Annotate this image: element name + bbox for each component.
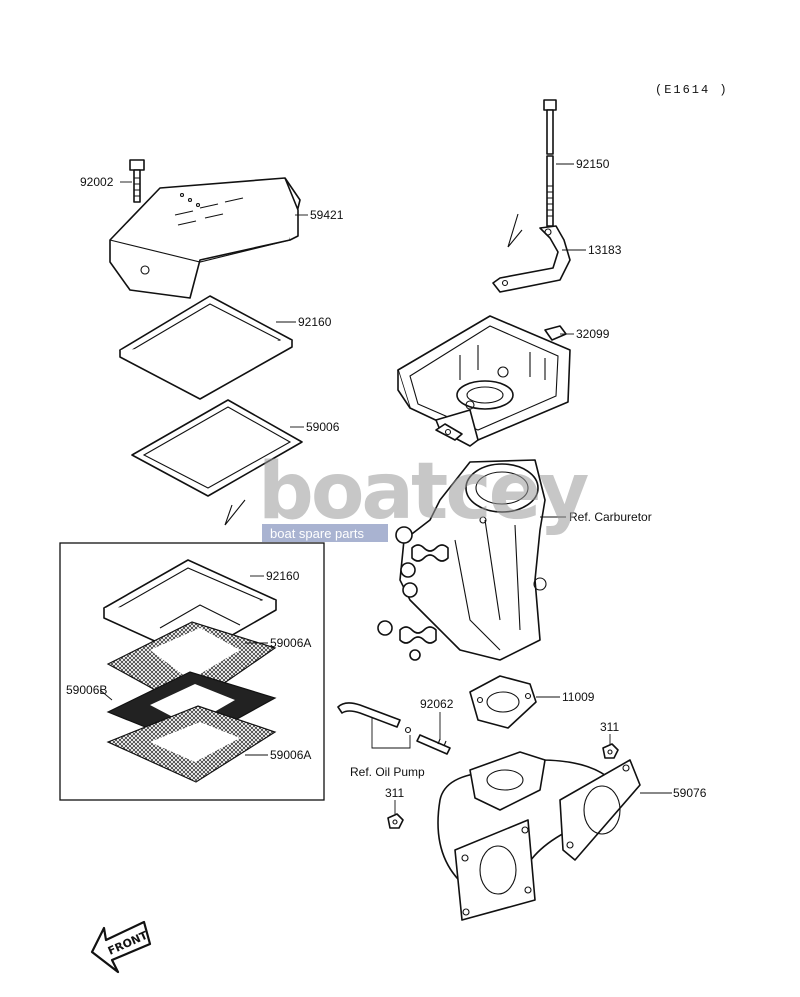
oil-pump-hose [337,702,412,749]
label-311-right: 311 [600,720,619,734]
air-cover-59421 [109,177,301,299]
screen-59006 [131,399,303,497]
nut-311-left [387,813,404,829]
carburetor-reference [377,459,547,661]
gasket-11009 [469,675,537,729]
case-32099 [397,315,571,447]
label-13183: 13183 [588,243,622,257]
label-59006A-top: 59006A [270,636,311,650]
bolt-92002 [129,159,145,203]
watermark-logo: boatcey boat spare parts [258,447,591,542]
watermark-tagline-bar [262,524,388,542]
label-59076: 59076 [673,786,707,800]
screen-59006A-lower [106,705,277,783]
label-92160-inset: 92160 [266,569,300,583]
manifold-59076 [437,751,641,921]
label-92160-top: 92160 [298,315,332,329]
nipple-92062 [416,734,451,755]
label-11009: 11009 [562,690,595,704]
nut-311-right [602,743,619,759]
label-59006A-bottom: 59006A [270,748,311,762]
label-ref-carburetor: Ref. Carburetor [569,510,652,524]
label-92002: 92002 [80,175,114,189]
watermark-brand: boatcey [258,447,588,537]
label-32099: 32099 [576,327,610,341]
bolt-92150 [543,99,557,227]
bracket-13183 [492,225,571,293]
label-ref-oil-pump: Ref. Oil Pump [350,765,425,779]
diagram-code: (E1614 ) [655,83,729,97]
label-92150: 92150 [576,157,610,171]
label-59006B: 59006B [66,683,107,697]
watermark-tagline: boat spare parts [270,526,364,541]
inset-box [59,542,325,801]
check-mark-right [507,213,523,248]
front-arrow-icon: FRONT [90,920,152,974]
label-59421: 59421 [310,208,344,222]
gasket-92160-upper [119,295,293,400]
label-311-left: 311 [385,786,404,800]
label-92062: 92062 [420,697,454,711]
check-mark-left [224,499,246,526]
label-59006: 59006 [306,420,340,434]
